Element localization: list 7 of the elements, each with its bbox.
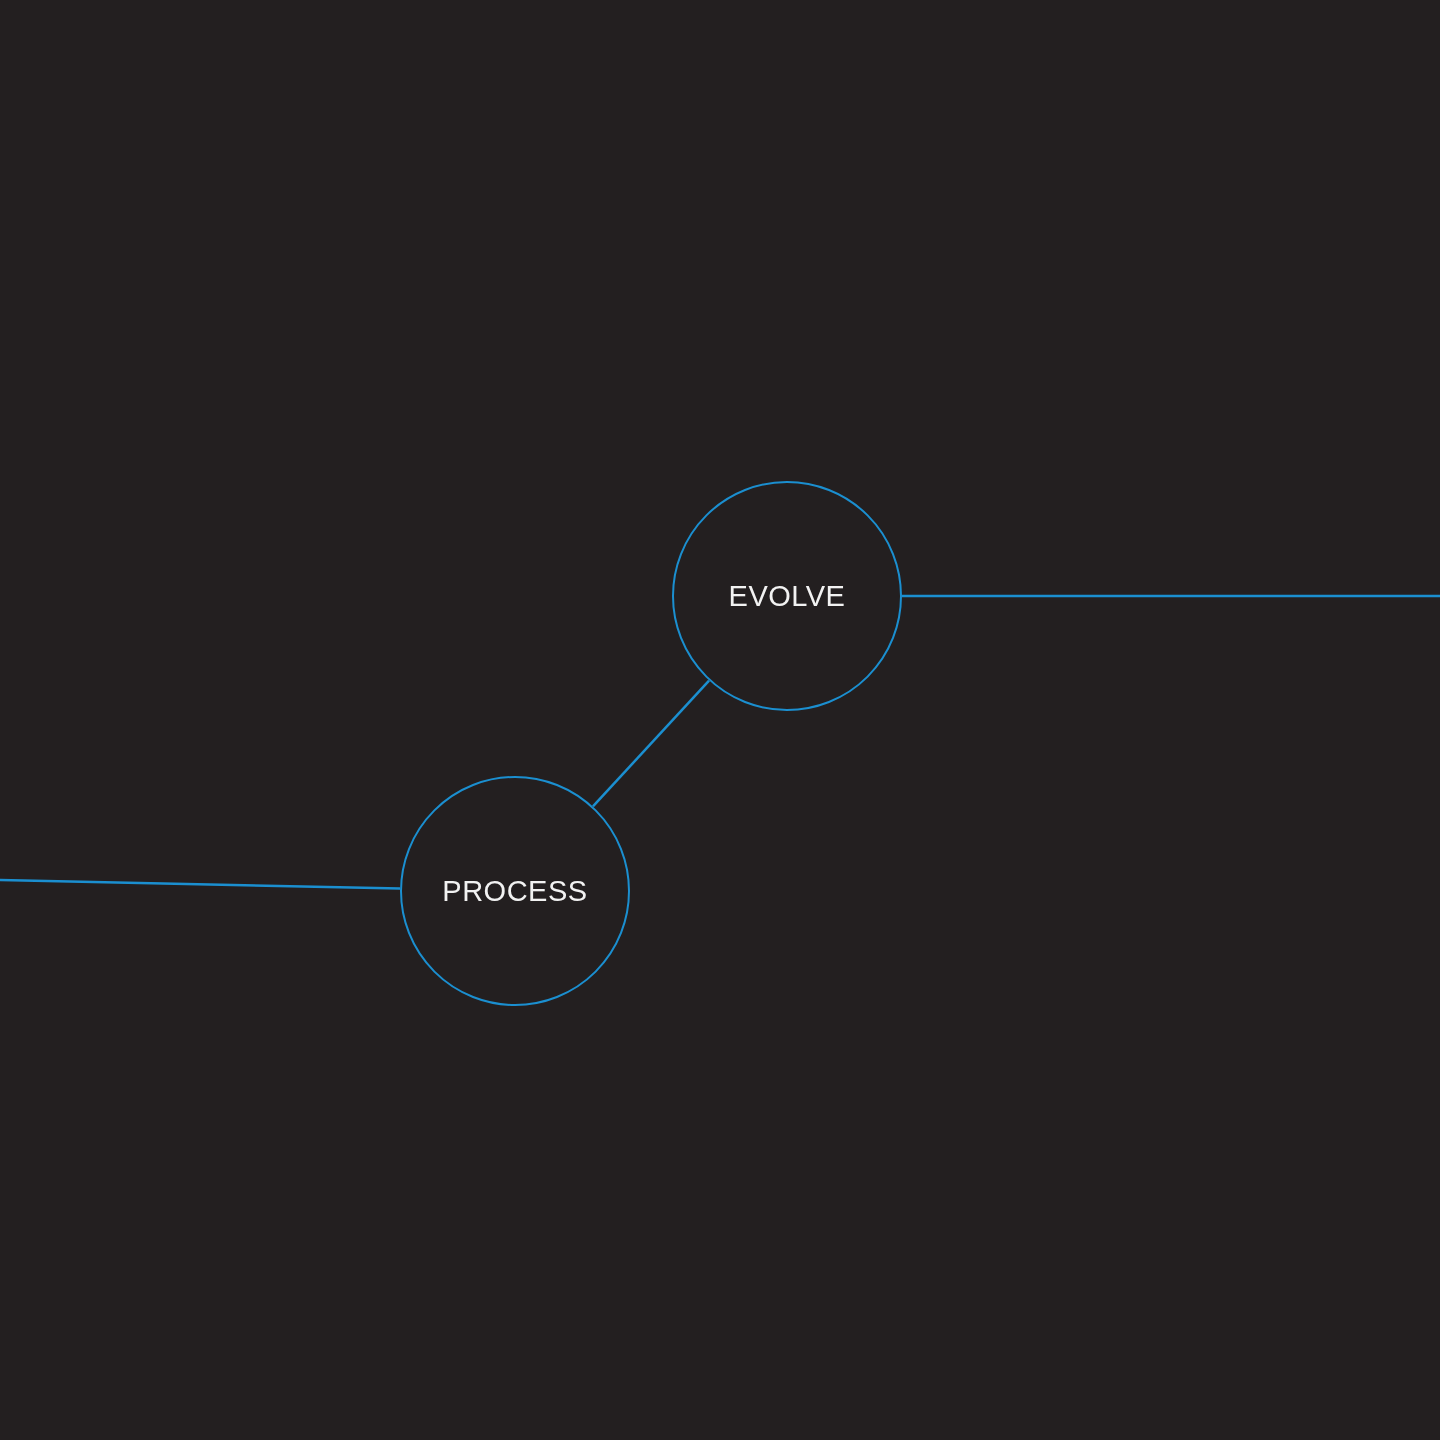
node-label: EVOLVE bbox=[728, 579, 846, 613]
connector-line bbox=[0, 878, 401, 890]
circle-node bbox=[672, 481, 902, 711]
circle-node bbox=[400, 776, 630, 1006]
connector-line bbox=[592, 679, 710, 808]
connector-line bbox=[902, 594, 1440, 598]
node-label: PROCESS bbox=[442, 874, 588, 908]
